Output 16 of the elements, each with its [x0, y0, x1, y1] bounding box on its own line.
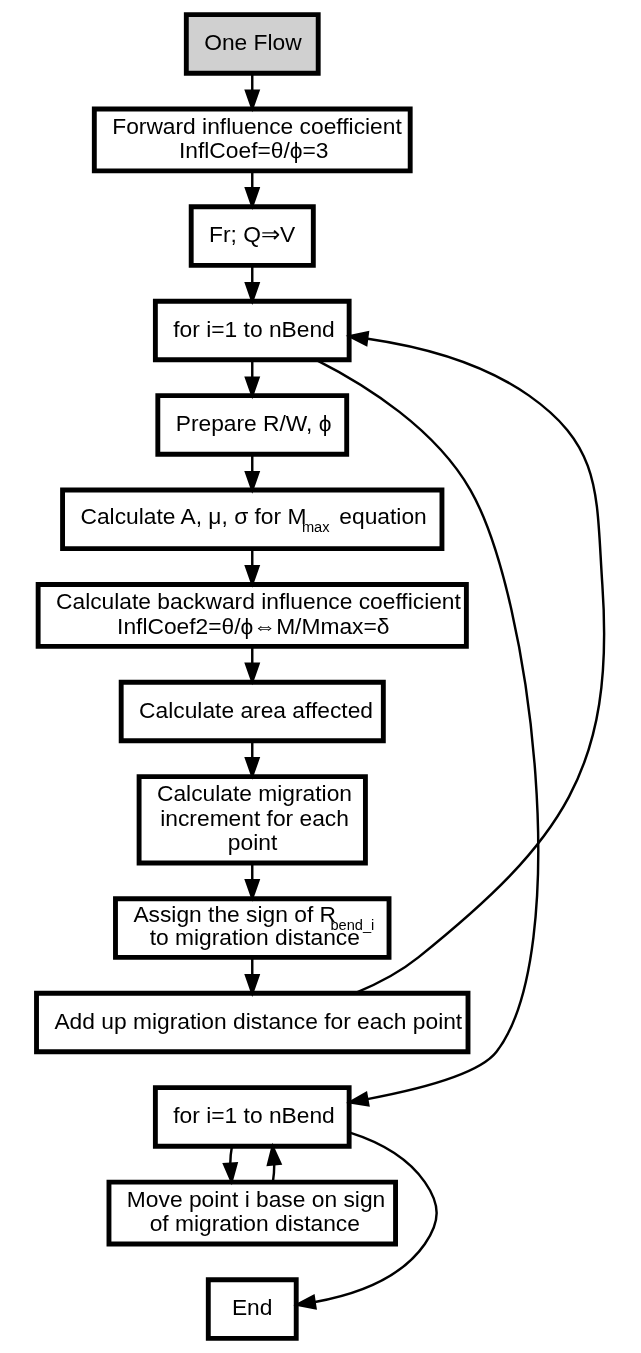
node-box: Calculate A, μ, σ for M$_{max}$ equation [60, 487, 445, 552]
node-box: Calculate backward influence coefficient InflCoef2=θ/ϕ⇔M/Mmax=δ [35, 582, 469, 649]
node-box: Assign the sign of R$_{bend_i}$ to migration distance [113, 896, 392, 960]
node-box: Move point i base on sign of migration distance [106, 1179, 398, 1247]
node-box: Fr; Q⇒V [188, 204, 316, 268]
node-box: Calculate area affected [118, 679, 386, 744]
arrow [222, 1146, 239, 1186]
node-box: for i=1 to nBend [152, 298, 352, 363]
node-box: Forward influence coefficient InflCoef=θ/ϕ=3 [91, 106, 413, 174]
arrow [293, 1131, 438, 1310]
node-box: Calculate migration increment for each point [136, 774, 368, 866]
node-box: Add up migration distance for each point [34, 990, 471, 1055]
node-box: Prepare R/W, ϕ [155, 393, 350, 457]
node-box: for i=1 to nBend [152, 1085, 352, 1149]
node-box: One Flow [183, 12, 321, 76]
node-box: End [205, 1277, 299, 1341]
